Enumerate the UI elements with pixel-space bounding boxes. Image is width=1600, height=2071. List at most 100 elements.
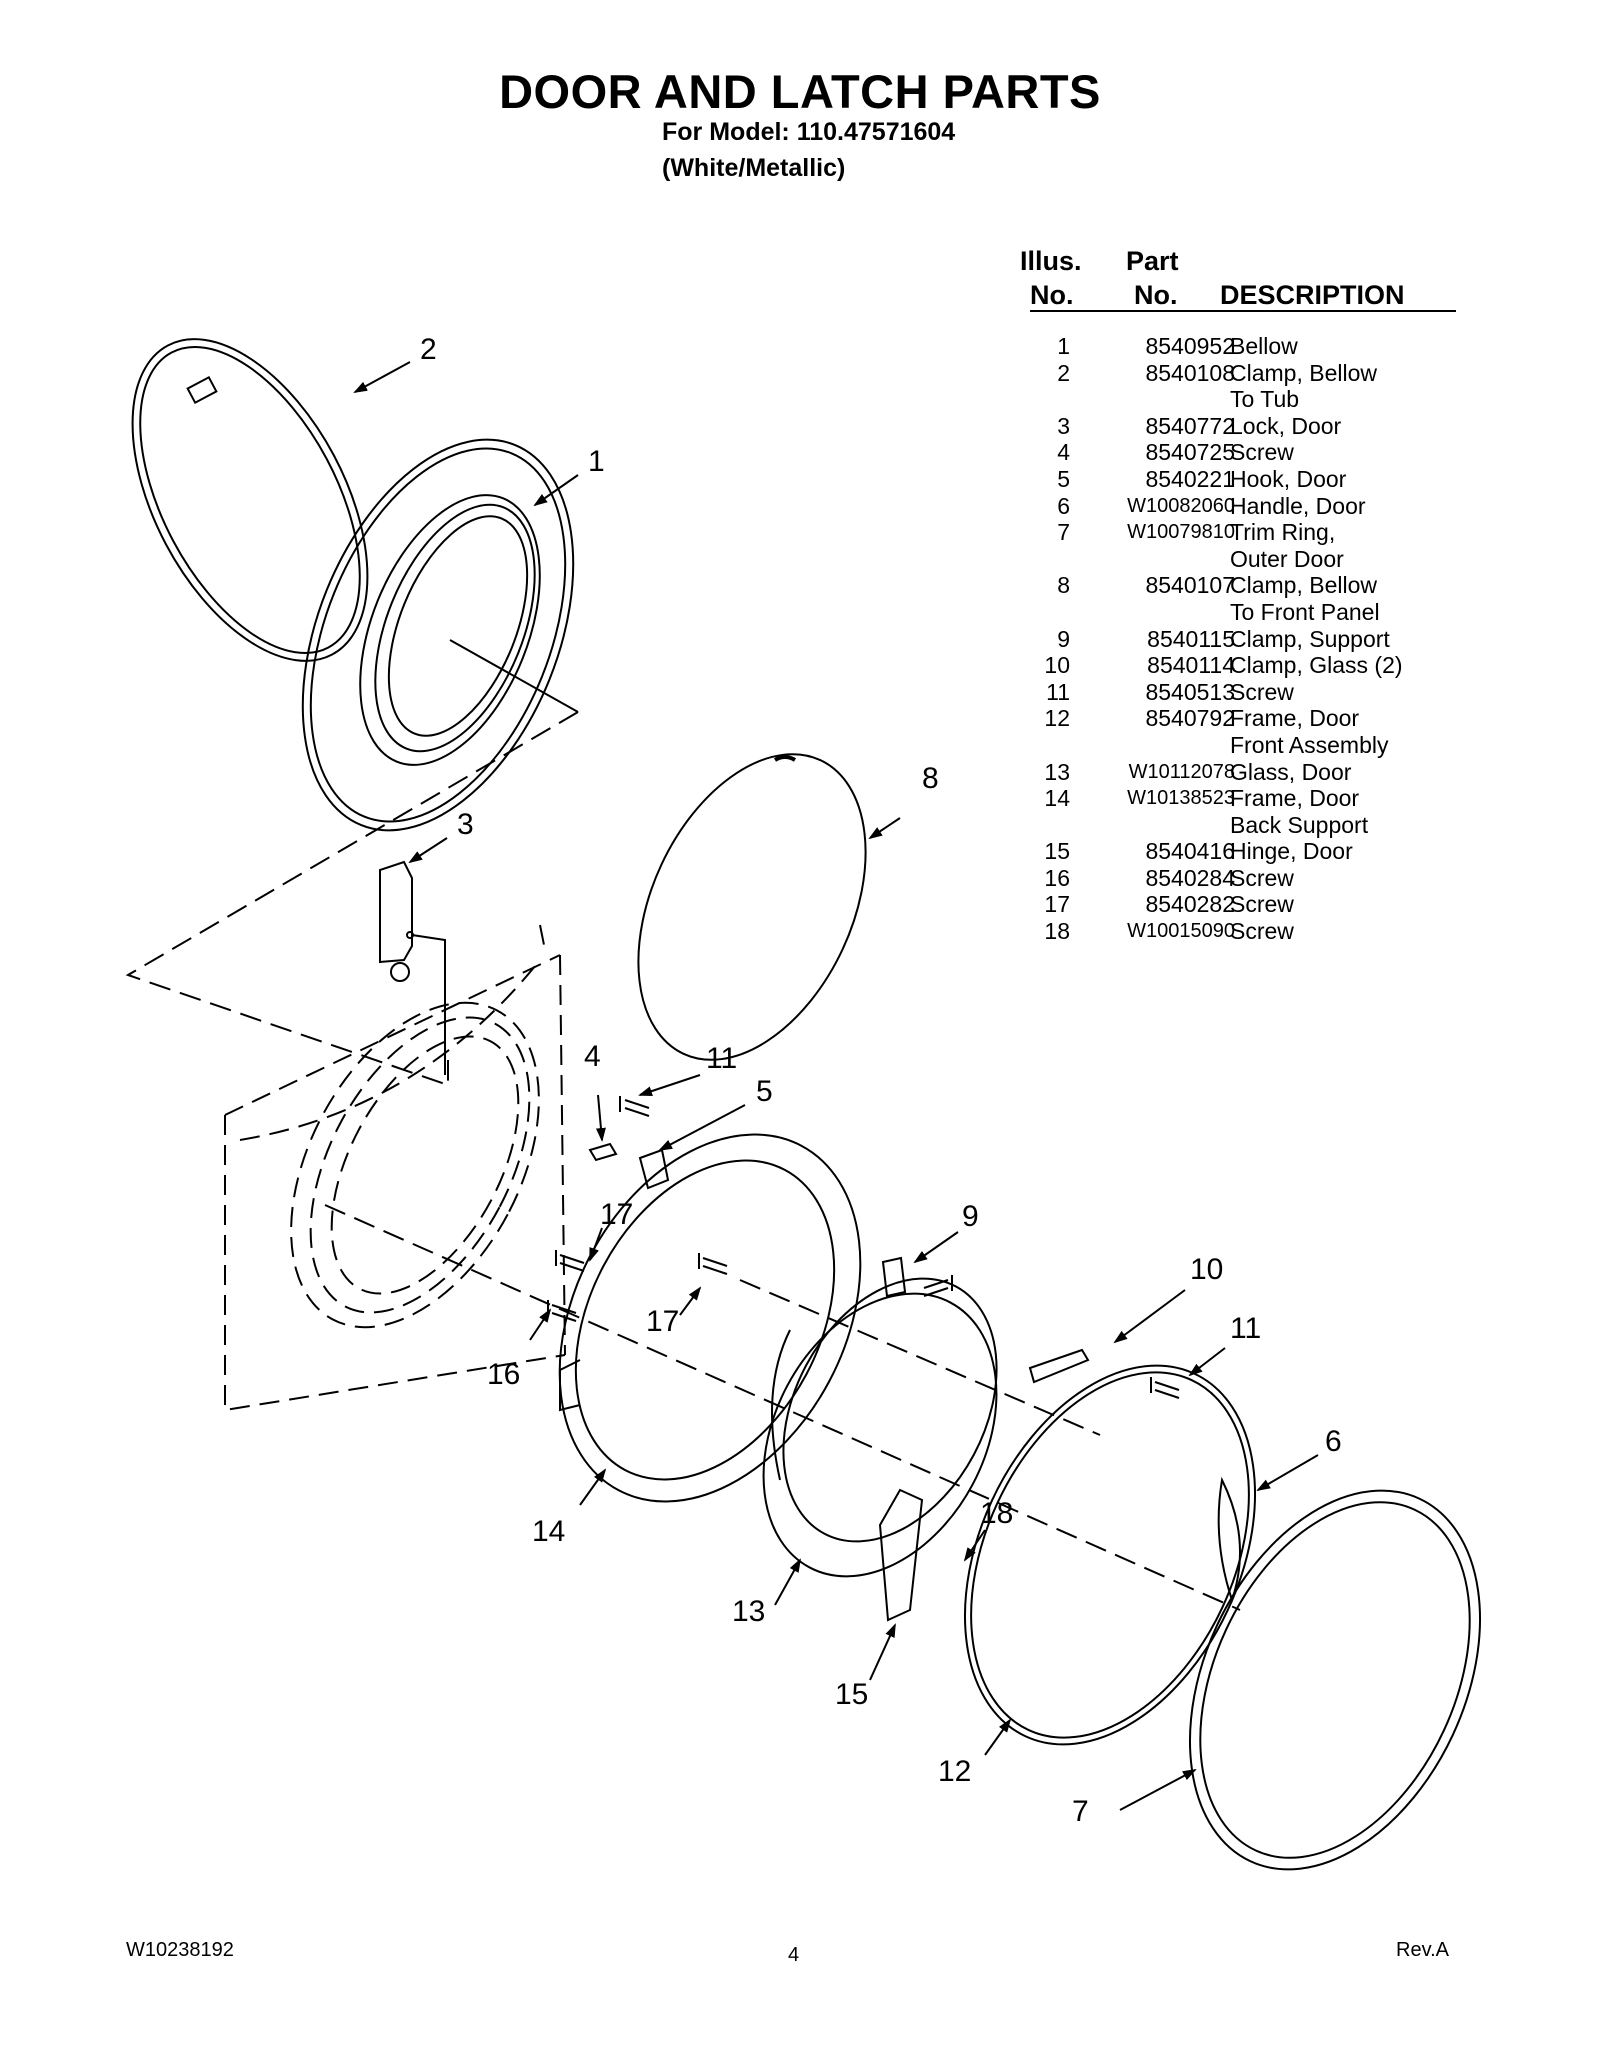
illus-no: 1	[1057, 333, 1070, 359]
callout-17-left: 17	[600, 1198, 634, 1231]
part-door-lock	[379, 860, 446, 1075]
callout-6: 6	[1325, 1425, 1342, 1458]
part-door-hinge	[878, 1488, 924, 1622]
part-no: W10015090	[1127, 920, 1235, 943]
part-no: W10079810	[1127, 521, 1235, 544]
part-no: 8540772	[1145, 412, 1235, 439]
part-clamp-bellow-to-tub	[131, 338, 369, 662]
part-no: 8540416	[1145, 838, 1235, 865]
description: Hinge, Door	[1230, 838, 1353, 865]
part-no: 8540513	[1145, 678, 1235, 705]
callout-15: 15	[835, 1678, 869, 1711]
part-no: W10138523	[1127, 787, 1235, 810]
description: Clamp, Support	[1230, 625, 1390, 652]
description: Screw	[1230, 918, 1294, 945]
description: Bellow	[1230, 333, 1298, 359]
description: Glass, Door	[1230, 758, 1352, 785]
description: Front Assembly	[1230, 731, 1389, 758]
color-line: (White/Metallic)	[662, 154, 846, 182]
header-rule	[1030, 310, 1456, 312]
table-row: Outer Door	[1020, 546, 1460, 573]
part-no: 8540221	[1145, 465, 1235, 492]
illus-no: 10	[1044, 652, 1070, 679]
description: Clamp, Bellow	[1230, 572, 1377, 599]
footer-page-number: 4	[788, 1944, 800, 1966]
illus-no: 13	[1044, 758, 1070, 785]
footer-revision: Rev.A	[1396, 1939, 1449, 1961]
part-bellow	[301, 438, 579, 832]
description: Screw	[1230, 678, 1294, 705]
table-row: To Tub	[1020, 386, 1460, 413]
callout-4: 4	[584, 1040, 601, 1073]
description: Handle, Door	[1230, 492, 1366, 519]
illus-no: 14	[1044, 785, 1070, 812]
description: Clamp, Glass (2)	[1230, 652, 1403, 679]
part-no: 8540114	[1147, 652, 1235, 679]
callout-10: 10	[1190, 1253, 1224, 1286]
callout-2: 2	[420, 333, 437, 366]
callout-14: 14	[532, 1515, 566, 1548]
illus-no: 3	[1057, 412, 1070, 439]
callout-5: 5	[756, 1075, 773, 1108]
footer-doc-number: W10238192	[126, 1939, 234, 1961]
callout-18: 18	[980, 1497, 1014, 1530]
illus-no: 11	[1046, 678, 1070, 705]
description: Hook, Door	[1230, 465, 1347, 492]
part-no: 8540725	[1145, 439, 1235, 466]
part-no: 8540115	[1147, 625, 1235, 652]
callout-9: 9	[962, 1200, 979, 1233]
table-row: To Front Panel	[1020, 599, 1460, 626]
part-door-hook	[638, 1148, 670, 1190]
illus-no: 17	[1044, 891, 1070, 918]
illus-no: 7	[1057, 519, 1070, 546]
part-no: 8540107	[1145, 572, 1235, 599]
illus-no: 16	[1044, 864, 1070, 891]
callout-13: 13	[732, 1595, 766, 1628]
description: Clamp, Bellow	[1230, 359, 1377, 386]
header-part-line1: Part	[1126, 246, 1179, 276]
part-clamp-support	[881, 1256, 907, 1298]
callout-7: 7	[1072, 1795, 1089, 1828]
illus-no: 12	[1044, 705, 1070, 732]
callout-11-upper: 11	[706, 1042, 738, 1075]
callout-8: 8	[922, 762, 939, 795]
part-no: 8540108	[1145, 359, 1235, 386]
part-no: 8540792	[1145, 705, 1235, 732]
part-front-panel-outline	[224, 924, 566, 1412]
description: Screw	[1230, 864, 1294, 891]
part-clamp-bellow-to-front-panel	[637, 753, 867, 1061]
description: Screw	[1230, 891, 1294, 918]
callout-12: 12	[938, 1755, 972, 1788]
callout-11-lower: 11	[1230, 1312, 1262, 1345]
part-trim-ring	[1188, 1489, 1482, 1871]
description: Trim Ring,	[1230, 519, 1336, 546]
description: Screw	[1230, 439, 1294, 466]
model-line: For Model: 110.47571604	[662, 118, 956, 146]
table-row: Back Support	[1020, 812, 1460, 839]
description: To Tub	[1230, 386, 1300, 413]
header-description: DESCRIPTION	[1220, 280, 1405, 310]
callout-17-center: 17	[646, 1305, 680, 1338]
callout-1: 1	[588, 445, 605, 478]
assembly-lines	[125, 711, 1241, 1611]
header-illus-line2: No.	[1030, 280, 1074, 310]
header-illus-line1: Illus.	[1020, 246, 1082, 276]
illus-no: 6	[1057, 492, 1070, 519]
description: Lock, Door	[1230, 412, 1342, 439]
part-no: 8540282	[1145, 891, 1235, 918]
part-clamp-glass	[1028, 1348, 1090, 1384]
illus-no: 15	[1044, 838, 1070, 865]
